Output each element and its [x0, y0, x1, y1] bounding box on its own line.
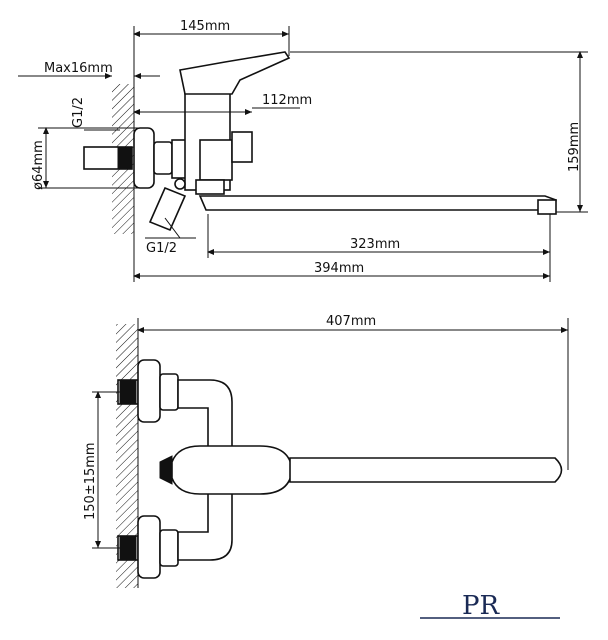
top-view: 407mm 150±15mm — [83, 314, 569, 588]
dim-394-label: 394mm — [314, 261, 364, 276]
dim-407-label: 407mm — [326, 314, 376, 329]
escutcheon-side — [133, 127, 155, 189]
central-mixer-top — [171, 445, 293, 495]
dim-g12-top-label: G1/2 — [71, 97, 86, 128]
dim-145-label: 145mm — [180, 19, 230, 34]
hose-connector — [148, 186, 187, 232]
side-view: 145mm 159mm Max16mm G1/2 112mm ø64mm 323… — [18, 19, 588, 282]
dim-g12-bottom-label: G1/2 — [146, 241, 177, 256]
spout-side — [198, 195, 557, 211]
brand-logo: PR — [420, 591, 560, 621]
dim-max16-label: Max16mm — [44, 61, 113, 76]
lower-escutcheon-top — [137, 515, 161, 579]
lever-handle-side — [179, 51, 291, 95]
dim-150-label: 150±15mm — [83, 442, 98, 520]
lower-supply-arm — [177, 487, 233, 561]
upper-escutcheon-top — [137, 359, 161, 423]
upper-supply-arm — [177, 379, 233, 463]
dim-159-label: 159mm — [567, 122, 582, 172]
logo-text: PR — [462, 591, 500, 621]
dim-64-label: ø64mm — [31, 140, 46, 190]
dim-323-label: 323mm — [350, 237, 400, 252]
dim-112-label: 112mm — [262, 93, 312, 108]
spout-top — [289, 457, 563, 483]
